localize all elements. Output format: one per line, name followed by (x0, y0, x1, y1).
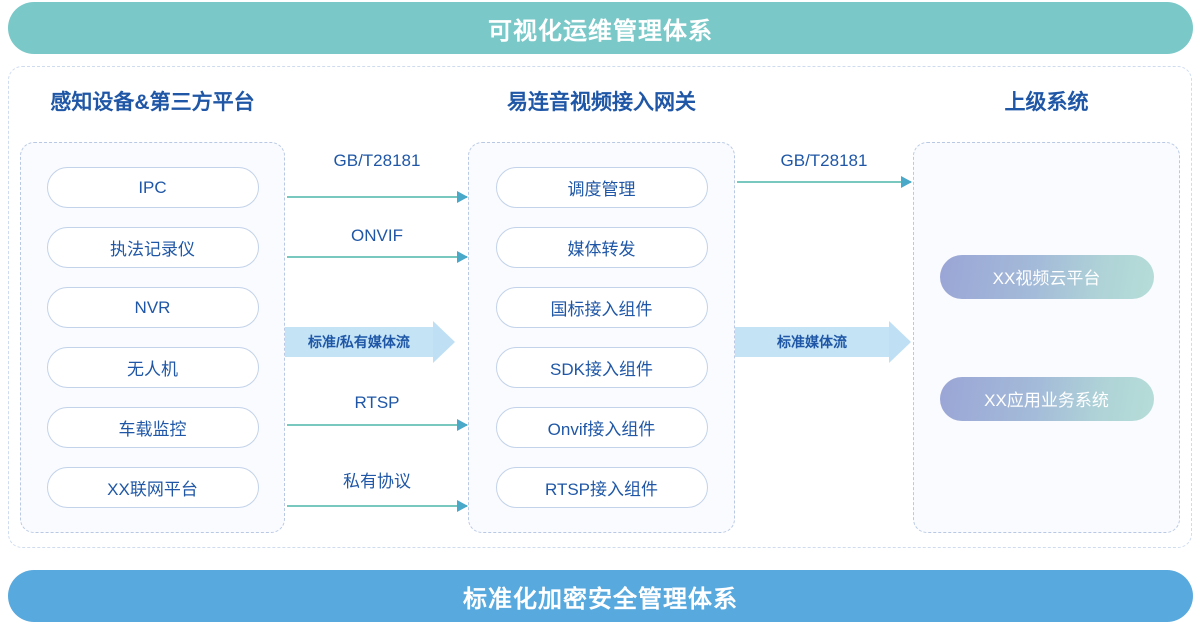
list-item[interactable]: SDK接入组件 (495, 347, 708, 388)
list-item[interactable]: Onvif接入组件 (495, 407, 708, 448)
connector-arrow-private-protocol (287, 500, 468, 512)
connector-arrow-onvif (287, 251, 468, 263)
bottom-banner: 标准化加密安全管理体系 (8, 570, 1193, 622)
list-item[interactable]: XX联网平台 (46, 467, 259, 508)
block-arrow-label-standard-private-media-stream: 标准/私有媒体流 (285, 327, 433, 357)
list-item[interactable]: XX应用业务系统 (939, 376, 1154, 421)
outer-dashed-frame (8, 66, 1192, 548)
list-item[interactable]: 车载监控 (46, 407, 259, 448)
block-arrow-label-standard-media-stream: 标准媒体流 (735, 327, 889, 357)
connector-arrow-rtsp (287, 419, 468, 431)
connector-label-gbt28181-left: GB/T28181 (333, 151, 421, 170)
column-title-gateway: 易连音视频接入网关 (507, 91, 696, 114)
list-item[interactable]: 无人机 (46, 347, 259, 388)
top-banner: 可视化运维管理体系 (8, 2, 1193, 54)
block-arrow-standard-media-stream: 标准媒体流 (735, 321, 911, 363)
list-item[interactable]: IPC (46, 167, 259, 208)
connector-label-onvif: ONVIF (351, 226, 403, 245)
connector-label-gbt28181-right: GB/T28181 (780, 151, 868, 170)
arrow-head-icon (433, 321, 455, 363)
list-item[interactable]: RTSP接入组件 (495, 467, 708, 508)
block-arrow-standard-private-media-stream: 标准/私有媒体流 (285, 321, 455, 363)
arrow-head-icon (889, 321, 911, 363)
list-item[interactable]: XX视频云平台 (939, 254, 1154, 299)
list-item[interactable]: 国标接入组件 (495, 287, 708, 328)
column-title-upper-system: 上级系统 (1004, 91, 1089, 114)
panel-upper-system: XX视频云平台 XX应用业务系统 (913, 142, 1180, 533)
panel-gateway: 调度管理 媒体转发 国标接入组件 SDK接入组件 Onvif接入组件 RTSP接… (468, 142, 735, 533)
list-item[interactable]: 调度管理 (495, 167, 708, 208)
column-title-sensing-devices: 感知设备&第三方平台 (50, 91, 255, 114)
connector-label-private-protocol: 私有协议 (343, 472, 411, 491)
list-item[interactable]: NVR (46, 287, 259, 328)
list-item[interactable]: 媒体转发 (495, 227, 708, 268)
panel-sensing-devices: IPC 执法记录仪 NVR 无人机 车载监控 XX联网平台 (20, 142, 285, 533)
connector-arrow-gbt28181-left (287, 191, 468, 203)
list-item[interactable]: 执法记录仪 (46, 227, 259, 268)
connector-arrow-gbt28181-right (737, 176, 912, 188)
connector-label-rtsp: RTSP (354, 393, 400, 412)
